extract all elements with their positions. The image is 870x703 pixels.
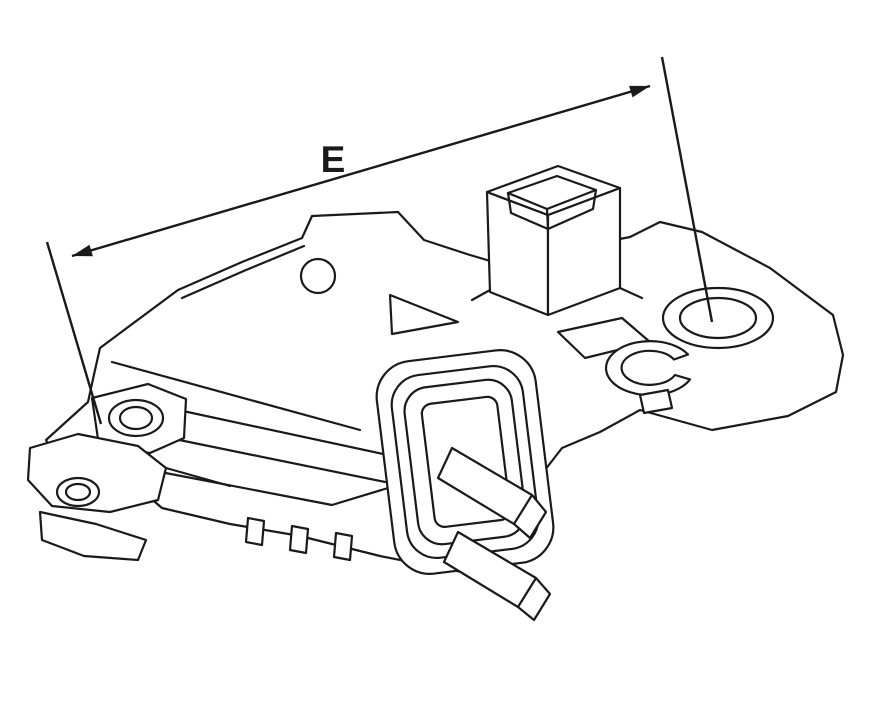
dimension-line xyxy=(71,84,651,258)
brush-prongs xyxy=(436,446,552,622)
pin xyxy=(288,524,310,555)
post-inner-depth xyxy=(506,188,598,231)
terminal-post xyxy=(485,164,622,317)
mount-hole-inner xyxy=(678,296,758,340)
right-plate-features xyxy=(604,286,775,415)
clamp-arm-line xyxy=(164,466,232,488)
dimension-annotation: E xyxy=(45,56,714,425)
arrowhead-left xyxy=(72,244,93,257)
left-mounting-ear xyxy=(90,382,188,455)
pin xyxy=(332,531,354,562)
ear-hole-inner xyxy=(118,405,154,431)
extension-line-left xyxy=(45,241,103,425)
retaining-clip xyxy=(604,340,692,397)
arrowhead-right xyxy=(629,85,650,98)
clamp-lower-lobe xyxy=(38,510,148,562)
brush-prong-lower-edge xyxy=(516,576,538,609)
clip-tab xyxy=(638,388,674,415)
brush-prong-upper-edge xyxy=(512,493,534,526)
clamp-hole-inner xyxy=(64,482,92,502)
pin xyxy=(244,516,266,547)
lower-left-clamp xyxy=(26,432,232,562)
body-notch xyxy=(388,293,460,336)
body-boss-circle xyxy=(299,257,337,295)
dimension-label: E xyxy=(321,139,346,180)
bottom-pins xyxy=(244,516,354,562)
extension-line-right xyxy=(660,56,714,323)
post-top-face xyxy=(485,164,622,217)
